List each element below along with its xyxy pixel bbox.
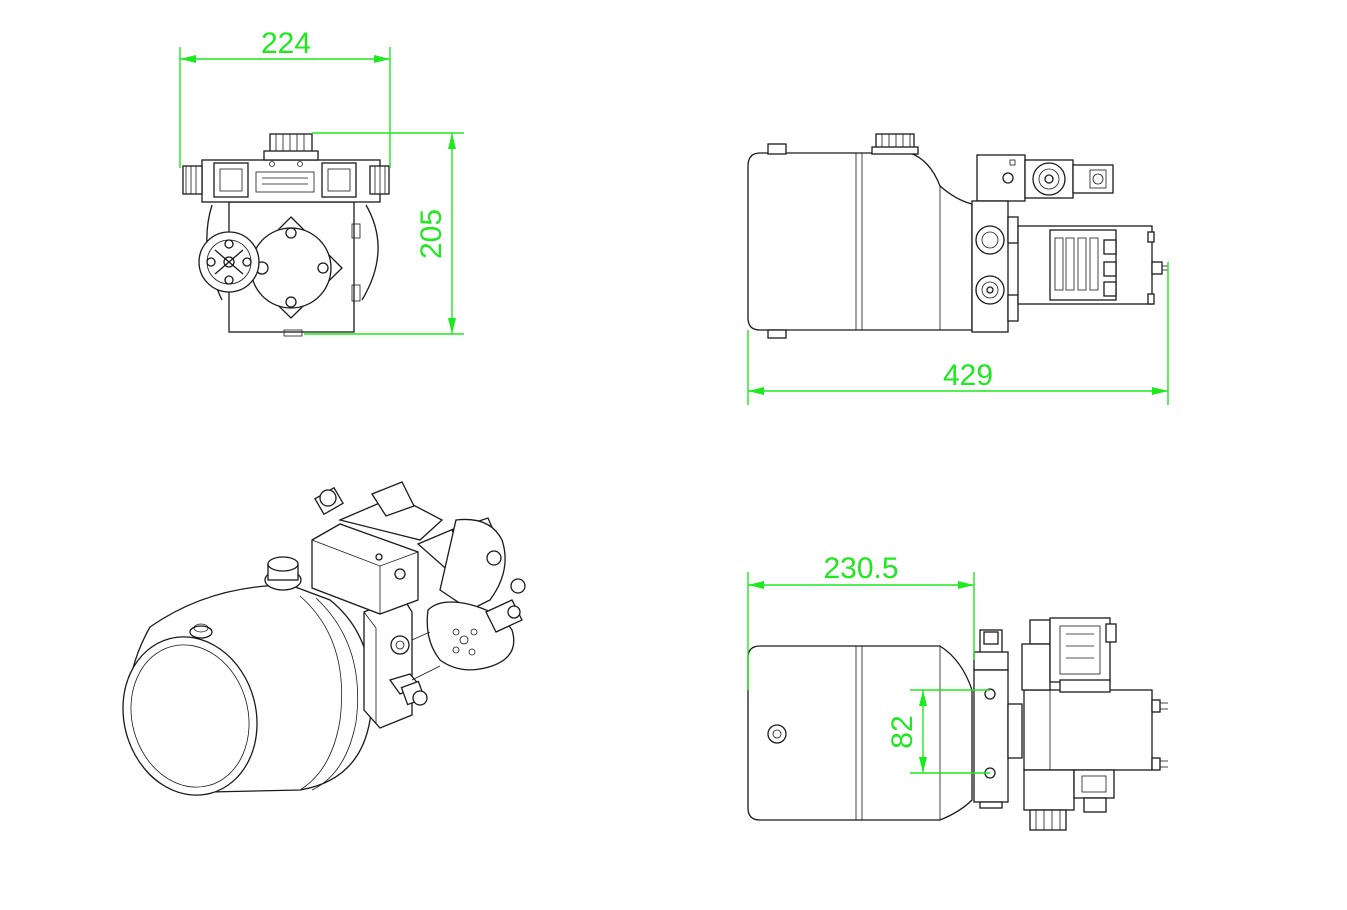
dimension-429: 429 (943, 359, 993, 392)
front-view-dimensions: 224 205 (179, 27, 464, 335)
dimension-82: 82 (886, 715, 919, 748)
dimension-205: 205 (415, 209, 448, 259)
bottom-view (747, 617, 1168, 831)
side-view (747, 133, 1168, 339)
dimension-224: 224 (261, 27, 311, 60)
isometric-view (122, 481, 526, 796)
bottom-view-dimensions: 230.5 82 (747, 552, 990, 774)
dimension-230-5: 230.5 (823, 552, 898, 585)
side-view-dimensions: 429 (747, 262, 1169, 405)
front-view (182, 133, 390, 337)
